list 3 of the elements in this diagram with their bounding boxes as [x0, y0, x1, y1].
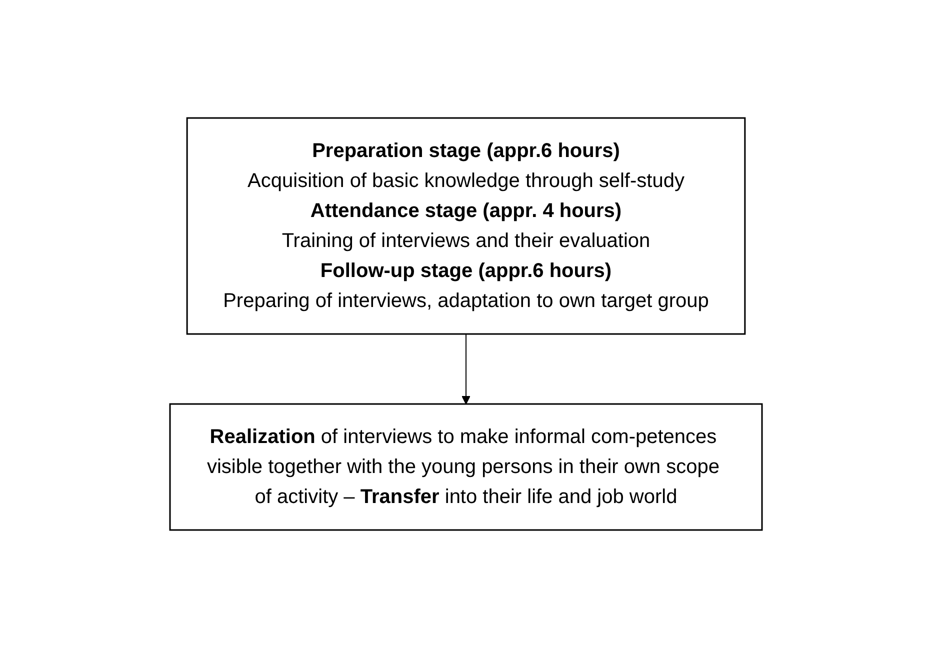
arrow: [461, 334, 470, 404]
node-box: Realization of interviews to make informal com-petences visible together with the young persons in their own scope of activity – Transfer into their life and job world: [168, 403, 762, 531]
node-box: Preparation stage (appr.6 hours) Acquisition of basic knowledge through self-study Attendance stage (appr. 4 hours) Training of interviews and their evaluation Follow-up stage (appr.6 hours) Preparing of interviews, adaptation to own target group: [186, 117, 746, 335]
